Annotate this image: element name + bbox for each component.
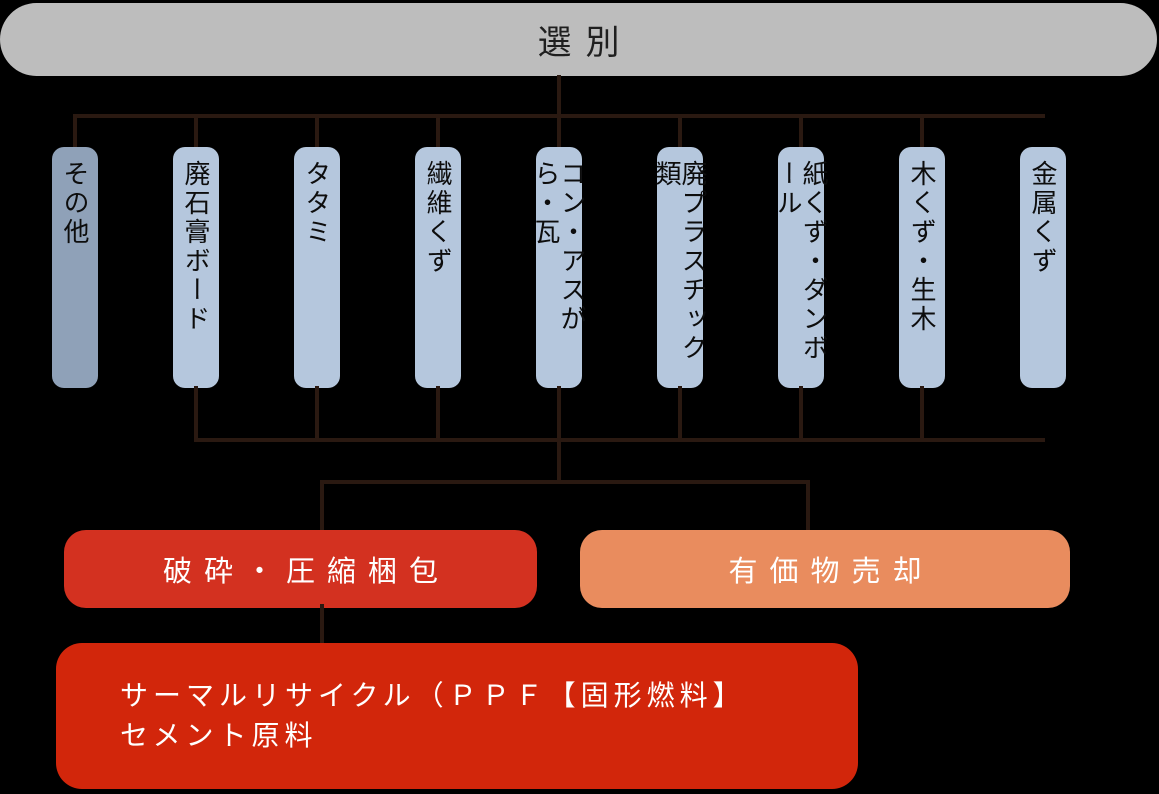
connector-bracket-right-vertical xyxy=(806,480,810,534)
category-label: 金属くず xyxy=(1028,160,1058,276)
sorting-header-box: 選別 xyxy=(0,3,1157,76)
connector-stub-bottom-6 xyxy=(678,386,682,442)
connector-output-vertical xyxy=(320,604,324,647)
thermal-recycle-output-line2: セメント原料 xyxy=(120,720,318,751)
category-label: 木くず・生木 xyxy=(907,160,937,334)
connector-stub-bottom-4 xyxy=(436,386,440,442)
category-label: 廃石膏ボード xyxy=(181,160,211,334)
connector-stub-top-1 xyxy=(73,114,77,149)
category-box-concrete-asphalt-tile: コン・アスがら・瓦 xyxy=(531,147,587,388)
category-label: 繊維くず xyxy=(423,160,453,276)
connector-stub-top-3 xyxy=(315,114,319,149)
connector-bracket-left-vertical xyxy=(320,480,324,534)
connector-top-horizontal xyxy=(73,114,1045,118)
category-label: 廃プラスチック類 xyxy=(652,160,708,363)
connector-stub-top-6 xyxy=(678,114,682,149)
connector-stub-top-4 xyxy=(436,114,440,149)
category-box-gypsum-board: 廃石膏ボード xyxy=(173,147,219,388)
crush-compress-pack-box: 破砕・圧縮梱包 xyxy=(64,530,537,608)
category-label: 紙くず・ダンボール xyxy=(773,160,829,363)
connector-stub-top-7 xyxy=(799,114,803,149)
thermal-recycle-output-line1: サーマルリサイクル（ＰＰＦ【固形燃料】 xyxy=(120,680,746,711)
connector-stub-bottom-7 xyxy=(799,386,803,442)
category-box-fiber-waste: 繊維くず xyxy=(415,147,461,388)
connector-bracket-horizontal xyxy=(320,480,810,484)
category-label: タタミ xyxy=(302,160,332,247)
connector-stub-top-2 xyxy=(194,114,198,149)
category-box-waste-plastics: 廃プラスチック類 xyxy=(652,147,708,388)
connector-stub-bottom-3 xyxy=(315,386,319,442)
connector-lower-horizontal xyxy=(194,438,1045,442)
connector-stub-bottom-5 xyxy=(557,386,561,442)
sorting-header-label: 選別 xyxy=(537,24,634,62)
category-box-wood-waste: 木くず・生木 xyxy=(899,147,945,388)
connector-stub-bottom-2 xyxy=(194,386,198,442)
valuables-sale-label: 有価物売却 xyxy=(728,556,934,588)
thermal-recycle-output-box: サーマルリサイクル（ＰＰＦ【固形燃料】 セメント原料 xyxy=(56,643,858,789)
category-box-metal-scrap: 金属くず xyxy=(1020,147,1066,388)
connector-center-vertical xyxy=(557,438,561,484)
connector-stub-bottom-8 xyxy=(920,386,924,442)
category-label: その他 xyxy=(60,160,90,247)
connector-header-vertical xyxy=(557,75,561,149)
category-label: コン・アスがら・瓦 xyxy=(531,160,587,334)
crush-compress-pack-label: 破砕・圧縮梱包 xyxy=(162,556,450,588)
connector-stub-top-8 xyxy=(920,114,924,149)
category-box-paper-cardboard: 紙くず・ダンボール xyxy=(773,147,829,388)
valuables-sale-box: 有価物売却 xyxy=(580,530,1070,608)
category-box-other: その他 xyxy=(52,147,98,388)
category-box-tatami: タタミ xyxy=(294,147,340,388)
